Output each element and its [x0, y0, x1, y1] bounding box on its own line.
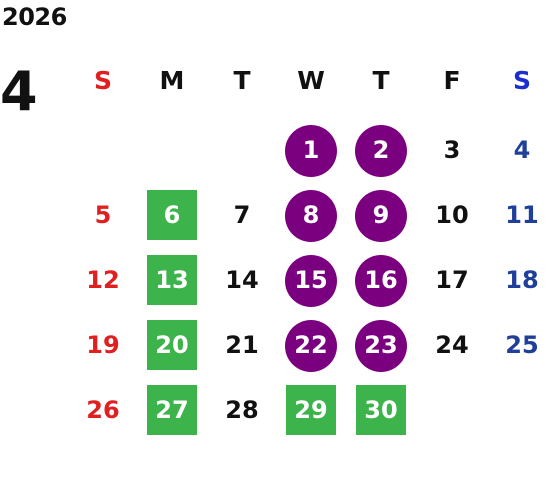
- year-label: 2026: [2, 3, 67, 31]
- day-number: 2: [372, 136, 390, 164]
- day-cell-8[interactable]: 8: [281, 190, 341, 242]
- weekday-header: F: [443, 65, 461, 95]
- day-number: 17: [435, 266, 469, 294]
- day-number: 13: [155, 266, 189, 294]
- day-cell-21[interactable]: 21: [212, 320, 272, 370]
- day-cell-16[interactable]: 16: [351, 255, 411, 307]
- day-number: 8: [302, 201, 320, 229]
- day-cell-9[interactable]: 9: [351, 190, 411, 242]
- weekday-header: M: [159, 65, 185, 95]
- day-number: 30: [364, 396, 398, 424]
- day-number: 27: [155, 396, 189, 424]
- day-cell-27[interactable]: 27: [142, 385, 202, 435]
- day-number: 7: [233, 201, 251, 229]
- day-cell-3[interactable]: 3: [422, 125, 482, 175]
- day-cell-1[interactable]: 1: [281, 125, 341, 177]
- day-cell-11[interactable]: 11: [492, 190, 548, 240]
- weekday-header: W: [297, 65, 325, 95]
- weekday-header: S: [93, 65, 112, 95]
- day-number: 6: [163, 201, 181, 229]
- day-number: 10: [435, 201, 469, 229]
- day-cell-18[interactable]: 18: [492, 255, 548, 305]
- day-number: 16: [364, 266, 398, 294]
- day-number: 22: [294, 331, 328, 359]
- day-number: 19: [86, 331, 120, 359]
- day-number: 11: [505, 201, 539, 229]
- day-cell-14[interactable]: 14: [212, 255, 272, 305]
- day-cell-20[interactable]: 20: [142, 320, 202, 370]
- day-number: 9: [372, 201, 390, 229]
- month-number: 4: [0, 60, 38, 123]
- day-cell-2[interactable]: 2: [351, 125, 411, 177]
- day-cell-6[interactable]: 6: [142, 190, 202, 240]
- weekday-header: S: [512, 65, 531, 95]
- day-cell-29[interactable]: 29: [281, 385, 341, 435]
- day-cell-28[interactable]: 28: [212, 385, 272, 435]
- day-cell-22[interactable]: 22: [281, 320, 341, 372]
- day-number: 3: [443, 136, 461, 164]
- day-number: 26: [86, 396, 120, 424]
- day-cell-15[interactable]: 15: [281, 255, 341, 307]
- day-cell-12[interactable]: 12: [73, 255, 133, 305]
- day-cell-4[interactable]: 4: [492, 125, 548, 175]
- day-cell-26[interactable]: 26: [73, 385, 133, 435]
- day-number: 24: [435, 331, 469, 359]
- day-number: 18: [505, 266, 539, 294]
- day-cell-5[interactable]: 5: [73, 190, 133, 240]
- day-number: 4: [513, 136, 531, 164]
- day-number: 28: [225, 396, 259, 424]
- day-number: 25: [505, 331, 539, 359]
- day-number: 12: [86, 266, 120, 294]
- day-cell-13[interactable]: 13: [142, 255, 202, 305]
- day-number: 1: [302, 136, 320, 164]
- day-number: 15: [294, 266, 328, 294]
- day-number: 5: [94, 201, 112, 229]
- day-cell-30[interactable]: 30: [351, 385, 411, 435]
- day-number: 21: [225, 331, 259, 359]
- day-cell-19[interactable]: 19: [73, 320, 133, 370]
- day-number: 23: [364, 331, 398, 359]
- weekday-header: T: [372, 65, 390, 95]
- day-cell-10[interactable]: 10: [422, 190, 482, 240]
- weekday-header: T: [233, 65, 251, 95]
- day-cell-23[interactable]: 23: [351, 320, 411, 372]
- day-cell-24[interactable]: 24: [422, 320, 482, 370]
- day-cell-25[interactable]: 25: [492, 320, 548, 370]
- day-number: 20: [155, 331, 189, 359]
- day-number: 14: [225, 266, 259, 294]
- day-cell-7[interactable]: 7: [212, 190, 272, 240]
- day-number: 29: [294, 396, 328, 424]
- day-cell-17[interactable]: 17: [422, 255, 482, 305]
